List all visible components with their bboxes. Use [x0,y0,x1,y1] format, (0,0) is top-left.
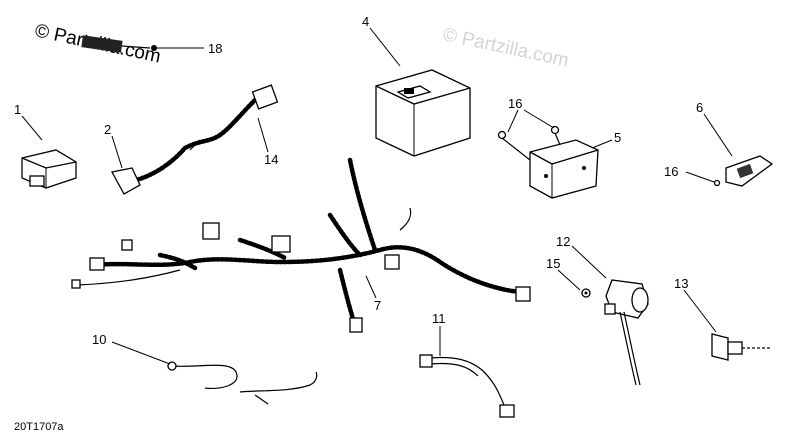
watermark-faint: © Partzilla.com [441,24,571,71]
part-1-relay[interactable] [21,149,77,189]
part-4-battery[interactable] [375,69,471,157]
part-7-main-harness[interactable] [71,157,531,333]
callout-15: 15 [546,256,560,271]
callout-11: 11 [432,311,446,326]
part-12-switch[interactable] [604,279,649,386]
callout-5: 5 [614,130,621,145]
callout-16-right: 16 [664,164,678,179]
callout-6: 6 [696,100,703,115]
part-16-screw-a[interactable] [497,125,561,161]
part-18-connector[interactable] [81,35,157,53]
callout-13: 13 [674,276,688,291]
part-5-control-module[interactable] [529,139,599,199]
leader-lines [21,27,733,365]
callout-1: 1 [14,102,21,117]
callout-16-top: 16 [508,96,522,111]
callout-12: 12 [556,234,570,249]
callout-10: 10 [92,332,106,347]
drawing-code: 20T1707a [14,421,64,433]
callout-14: 14 [264,152,278,167]
part-10-sensor-lead[interactable] [167,361,318,405]
part-2-wire-lead[interactable] [111,84,279,195]
part-13-connector[interactable] [711,333,770,361]
callout-2: 2 [104,122,111,137]
part-6-bracket[interactable] [713,155,774,187]
part-15-nut[interactable] [581,288,591,298]
callout-4: 4 [362,14,369,29]
callout-18: 18 [208,41,222,56]
callout-7: 7 [374,298,381,313]
part-11-sensor[interactable] [419,354,515,418]
